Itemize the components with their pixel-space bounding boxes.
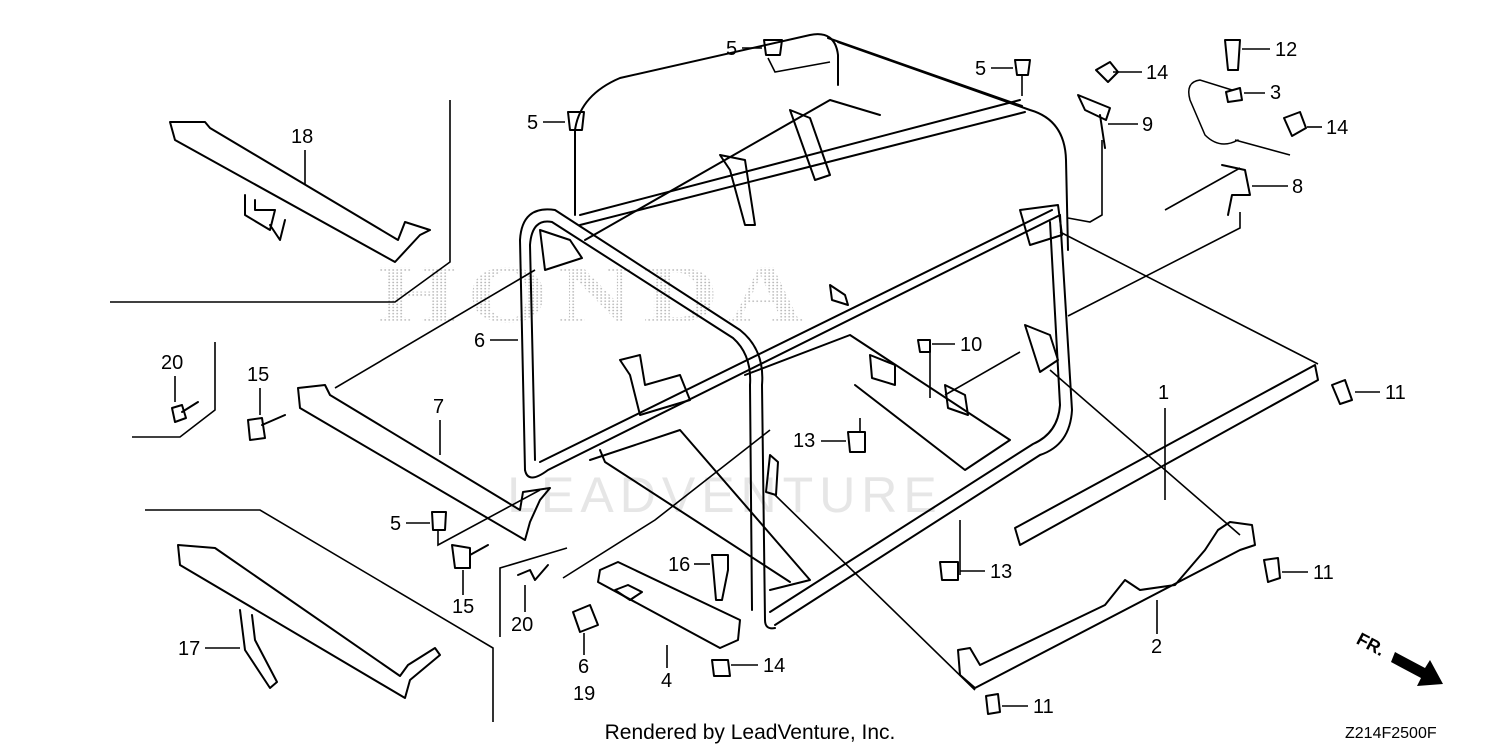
callout-15: 15 xyxy=(247,364,269,386)
cover-part-4 xyxy=(597,561,741,649)
callout-7: 7 xyxy=(433,396,444,418)
bracket-part-2 xyxy=(957,521,1256,689)
callout-18: 18 xyxy=(291,126,313,148)
callout-4: 4 xyxy=(661,670,672,692)
callout-14: 14 xyxy=(763,655,785,677)
callout-5: 5 xyxy=(726,38,737,60)
render-credit: Rendered by LeadVenture, Inc. xyxy=(605,721,896,744)
main-frame xyxy=(519,33,1073,630)
callout-11: 11 xyxy=(1033,696,1054,718)
ground-wire xyxy=(1188,79,1239,145)
callout-16: 16 xyxy=(668,554,690,576)
front-arrow-icon xyxy=(1391,652,1443,686)
callout-2: 2 xyxy=(1151,636,1162,658)
callout-10: 10 xyxy=(960,334,982,356)
callout-14: 14 xyxy=(1146,62,1168,84)
brand-watermark: HONDA xyxy=(376,250,813,340)
callout-3: 3 xyxy=(1270,82,1281,104)
callout-14: 14 xyxy=(1326,117,1348,139)
callout-5: 5 xyxy=(527,112,538,134)
rail-part-17 xyxy=(177,544,441,699)
callout-5: 5 xyxy=(390,513,401,535)
front-label: FR. xyxy=(1353,629,1388,660)
diagram-code: Z214F2500F xyxy=(1345,725,1437,742)
callout-19: 19 xyxy=(573,683,595,705)
callout-11: 11 xyxy=(1385,382,1406,404)
callout-6: 6 xyxy=(474,330,485,352)
rail-part-7 xyxy=(297,384,551,541)
callout-5: 5 xyxy=(975,58,986,80)
callout-8: 8 xyxy=(1292,176,1303,198)
callout-6: 6 xyxy=(578,656,589,678)
callout-12: 12 xyxy=(1275,39,1297,61)
callouts: 5 5 5 5 14 12 3 9 14 8 18 10 6 20 15 7 1… xyxy=(161,38,1406,718)
callout-9: 9 xyxy=(1142,114,1153,136)
callout-17: 17 xyxy=(178,638,200,660)
callout-11: 11 xyxy=(1313,562,1334,584)
rail-part-1 xyxy=(1014,364,1319,546)
callout-20: 20 xyxy=(511,614,533,636)
callout-20: 20 xyxy=(161,352,183,374)
callout-13: 13 xyxy=(793,430,815,452)
hardware xyxy=(171,39,1353,715)
callout-1: 1 xyxy=(1158,382,1169,404)
front-direction-indicator: FR. xyxy=(1353,629,1443,686)
leader-lines xyxy=(110,57,1319,722)
rail-part-18 xyxy=(169,121,431,263)
site-watermark: LEADVENTURE xyxy=(507,467,943,523)
callout-13: 13 xyxy=(990,561,1012,583)
callout-15: 15 xyxy=(452,596,474,618)
